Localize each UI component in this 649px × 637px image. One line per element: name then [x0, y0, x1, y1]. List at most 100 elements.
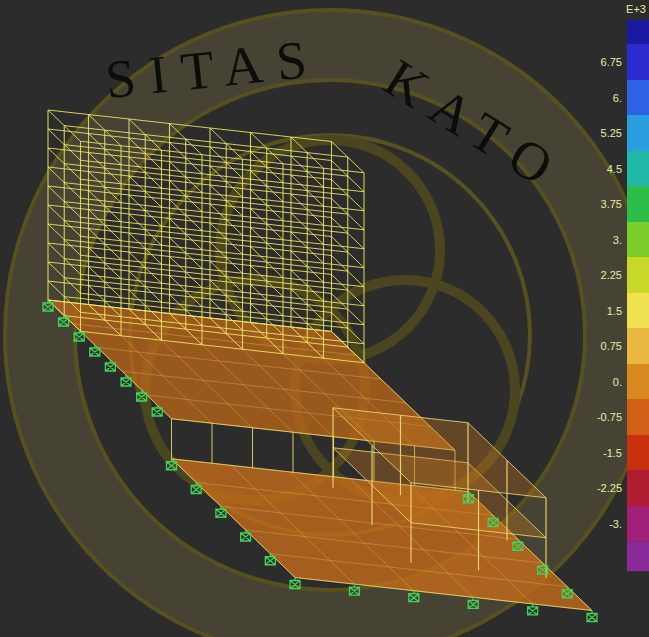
legend-swatch [627, 399, 649, 435]
support-symbol [587, 611, 597, 622]
beam [81, 141, 365, 173]
beam [64, 297, 348, 329]
column [478, 490, 479, 570]
column [371, 445, 372, 525]
support-symbol [290, 578, 300, 589]
column [467, 423, 468, 503]
legend-value: 3. [613, 234, 622, 246]
beam [81, 217, 365, 249]
column [47, 110, 48, 300]
slab-grid [210, 318, 334, 437]
support-symbol [105, 360, 115, 371]
support-symbol [409, 591, 419, 602]
column [323, 168, 324, 358]
beam [48, 224, 332, 256]
slab-grid [48, 300, 172, 419]
column [332, 408, 333, 488]
legend-swatch [627, 470, 649, 506]
column [226, 144, 227, 334]
legend-value: -2.25 [597, 482, 622, 494]
legend-swatch [627, 293, 649, 329]
column [169, 124, 170, 314]
support-symbol [513, 539, 523, 550]
column [347, 157, 348, 347]
support-symbol [59, 315, 69, 326]
legend-swatch [627, 115, 649, 151]
scale-exponent: E+3 [626, 3, 646, 15]
support-mark [105, 360, 115, 371]
legend-entry: 4.5 [579, 151, 649, 187]
legend-entry: 6. [579, 80, 649, 116]
beam [48, 110, 332, 142]
legend-entry: 5.25 [579, 115, 649, 151]
support-mark [562, 587, 572, 598]
watermark-emblem [5, 10, 649, 637]
column [88, 115, 89, 305]
beam [48, 281, 332, 313]
slab-grid [295, 578, 592, 611]
beam [81, 331, 365, 363]
beam [48, 205, 332, 237]
support-symbol [488, 516, 498, 527]
support-mark [43, 300, 53, 311]
legend-value: 6. [613, 92, 622, 104]
support-mark [468, 597, 478, 608]
slab-grid [122, 371, 406, 403]
beam [64, 316, 348, 348]
emblem-ring [40, 45, 620, 625]
support-symbol [538, 563, 548, 574]
column [209, 128, 210, 318]
support-mark [587, 611, 597, 622]
legend-value: 1.5 [607, 305, 622, 317]
beam [81, 274, 365, 306]
legend-swatch [627, 435, 649, 471]
support-mark [137, 390, 147, 401]
legend-entry: 3. [579, 222, 649, 258]
beam [64, 164, 348, 196]
slab-grid [73, 324, 357, 356]
support-mark [191, 483, 201, 494]
legend-entry: 1.5 [579, 293, 649, 329]
watermark-text: SITAS [102, 27, 323, 111]
column [145, 135, 146, 325]
support-symbol [191, 483, 201, 494]
support-symbol [43, 300, 53, 311]
beam [48, 186, 332, 218]
column [400, 415, 401, 495]
slab-grid [172, 459, 296, 578]
legend-swatch [627, 222, 649, 258]
support-mark [152, 405, 162, 416]
support-symbol [167, 459, 177, 470]
beam [81, 160, 365, 192]
column [161, 150, 162, 340]
block-floor [333, 408, 546, 498]
slab-grid [170, 314, 294, 433]
support-symbol [121, 375, 131, 386]
column [185, 139, 186, 329]
column [252, 428, 253, 468]
beam [64, 183, 348, 215]
legend-entry: 2.25 [579, 257, 649, 293]
column [128, 119, 129, 309]
colorbar-end [627, 541, 649, 571]
legend-swatch [627, 257, 649, 293]
emblem-circle [5, 10, 649, 637]
support-mark [121, 375, 131, 386]
legend-entry: -3. [579, 506, 649, 542]
column [290, 137, 291, 327]
beam [64, 126, 348, 158]
column [64, 126, 65, 316]
support-symbol [265, 554, 275, 565]
legend-entry: 0.75 [579, 328, 649, 364]
beam [48, 300, 332, 332]
legend-value: -0.75 [597, 411, 622, 423]
legend-swatch [627, 364, 649, 400]
beam [81, 236, 365, 268]
column [171, 419, 172, 459]
beam [81, 293, 365, 325]
support-mark [464, 492, 474, 503]
support-mark [409, 591, 419, 602]
support-symbol [90, 345, 100, 356]
